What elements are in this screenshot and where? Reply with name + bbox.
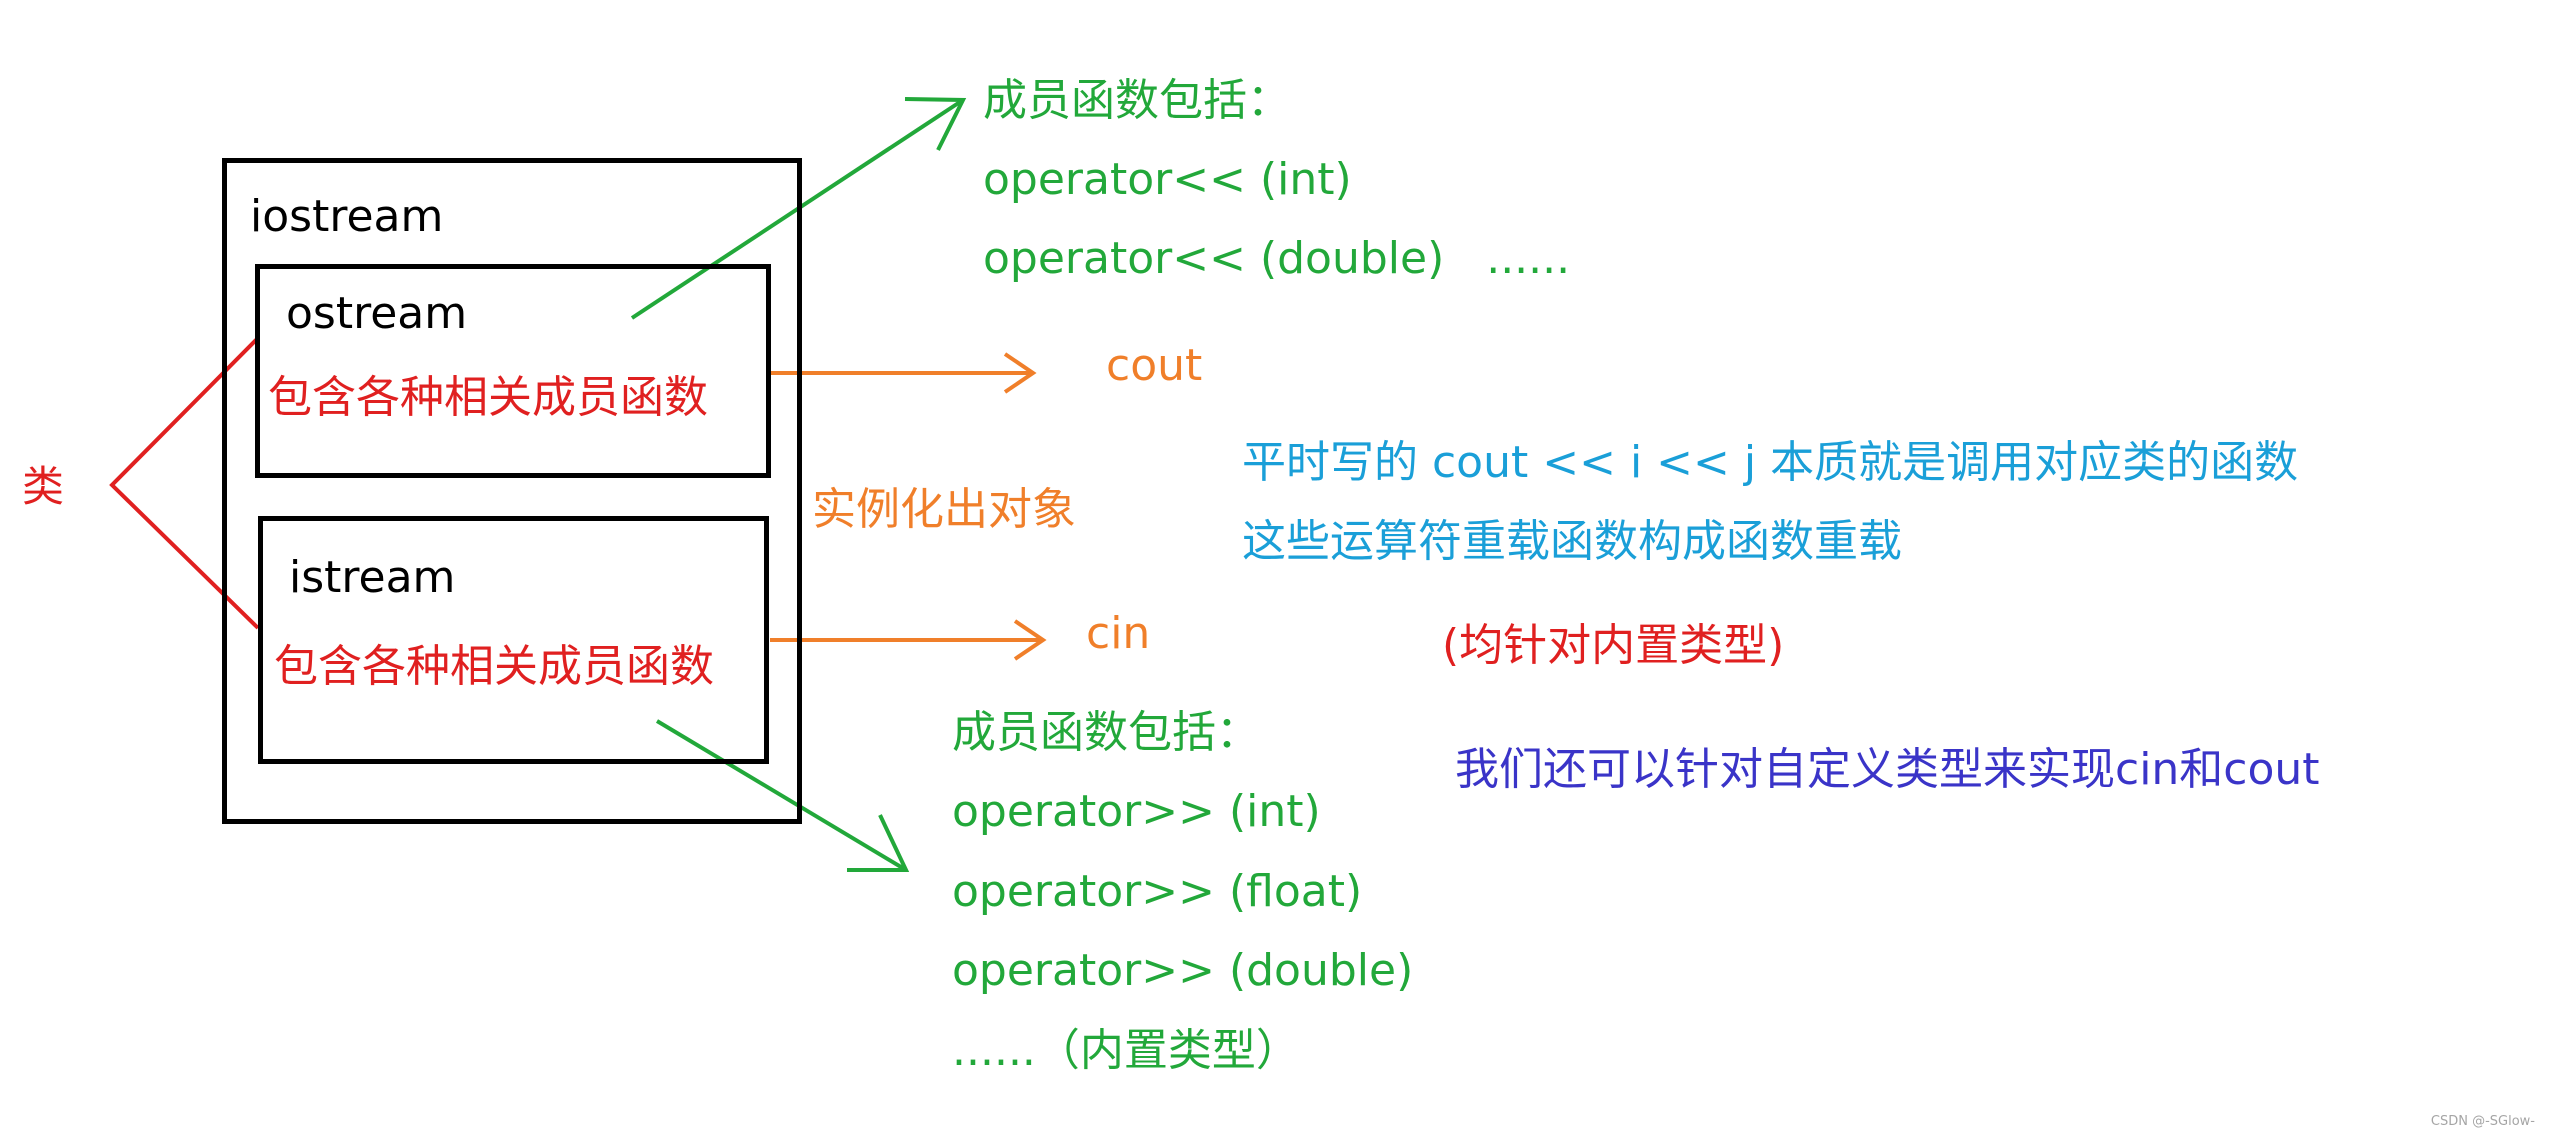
istream-members-arrow-head	[847, 814, 910, 872]
cin-object: cin	[1086, 608, 1151, 659]
istream-member-item: operator>> (double)	[952, 945, 1414, 996]
istream-member-item: operator>> (float)	[952, 866, 1363, 917]
istream-member-item: operator>> (int)	[952, 786, 1321, 837]
ostream-member-item: operator<< (double) ......	[983, 233, 1571, 284]
watermark: CSDN @-SGlow-	[2430, 1114, 2535, 1129]
note-line-1: 平时写的 cout << i << j 本质就是调用对应类的函数	[1242, 437, 2299, 488]
istream-members-heading: 成员函数包括：	[952, 707, 1260, 758]
cin-arrow-head	[1013, 619, 1047, 661]
cout-arrow-head	[1003, 352, 1037, 394]
istream-title: istream	[289, 552, 456, 603]
ostream-title: ostream	[286, 288, 468, 339]
istream-box	[258, 516, 769, 764]
note-line-2: 这些运算符重载函数构成函数重载	[1242, 516, 1902, 567]
custom-type-note: 我们还可以针对自定义类型来实现cin和cout	[1455, 744, 2320, 795]
builtin-type-note: (均针对内置类型)	[1442, 620, 1785, 671]
istream-desc: 包含各种相关成员函数	[274, 641, 714, 692]
class-bracket	[109, 336, 260, 630]
instantiate-label: 实例化出对象	[812, 484, 1076, 535]
ostream-desc: 包含各种相关成员函数	[268, 372, 708, 423]
ostream-members-heading: 成员函数包括：	[983, 75, 1291, 126]
ostream-members-arrow-head	[904, 97, 967, 151]
iostream-title: iostream	[250, 191, 444, 242]
ostream-member-item: operator<< (int)	[983, 154, 1352, 205]
istream-members-arrow-line	[655, 719, 908, 872]
istream-member-item: ......（内置类型）	[952, 1025, 1300, 1076]
cout-object: cout	[1106, 340, 1203, 391]
class-label: 类	[22, 462, 65, 511]
ostream-box	[255, 264, 771, 478]
iostream-box	[222, 158, 802, 824]
